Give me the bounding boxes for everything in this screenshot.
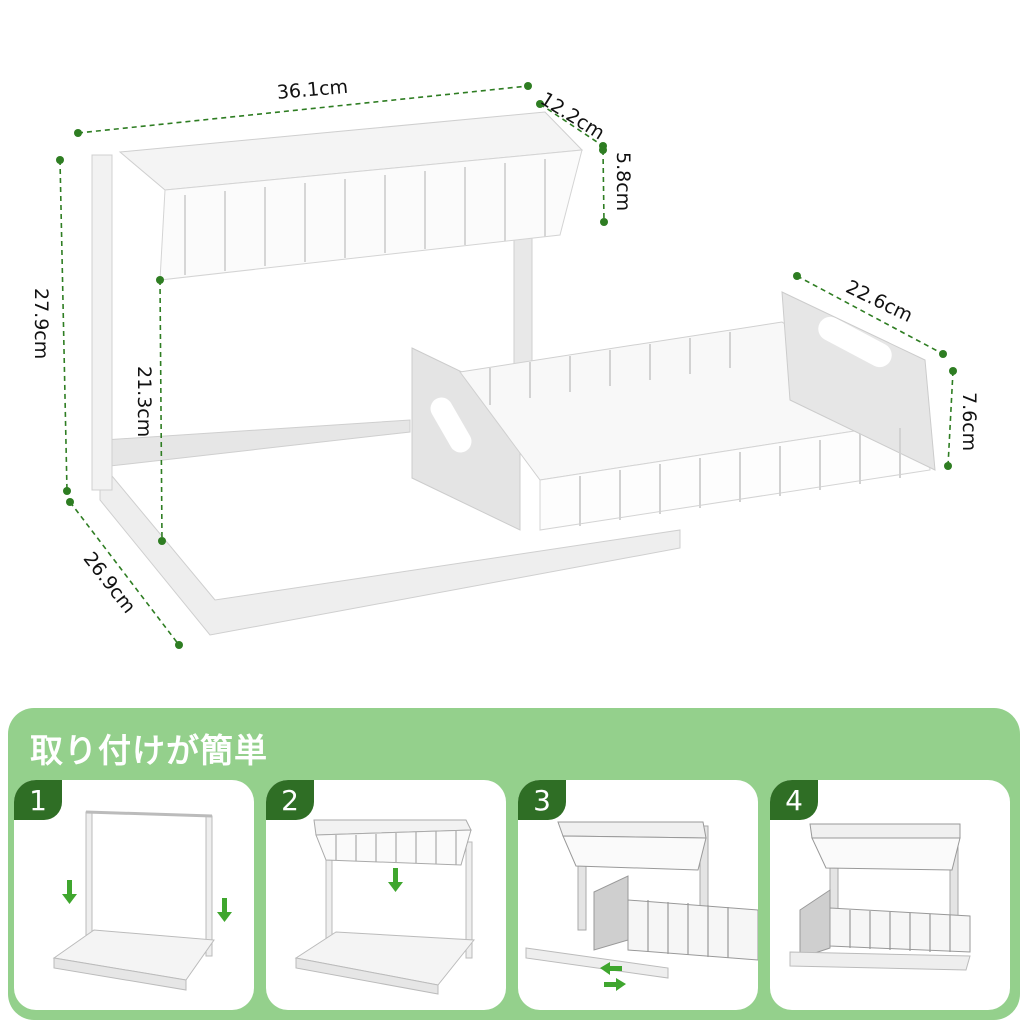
step-number-badge: 4: [770, 780, 818, 820]
rack-illustration: [56, 82, 957, 649]
step-4-illustration: [789, 823, 971, 971]
dimension-label-drawer-height: 7.6cm: [958, 392, 980, 452]
installation-panel: 取り付けが簡単 1: [8, 708, 1020, 1020]
down-arrow-icon: [62, 880, 232, 922]
installation-title: 取り付けが簡単: [30, 731, 268, 770]
step-number-badge: 3: [518, 780, 566, 820]
dimension-label-clearance-height: 21.3cm: [133, 366, 155, 438]
step-number-badge: 2: [266, 780, 314, 820]
step-card-3: 3: [518, 780, 758, 1010]
step-card-4: 4: [770, 780, 1010, 1010]
step-2-illustration: [294, 819, 475, 995]
step-number-badge: 1: [14, 780, 62, 820]
left-right-arrows-icon: [600, 962, 626, 991]
dimension-label-top-basket-height: 5.8cm: [612, 152, 634, 212]
step-3-illustration: [525, 821, 758, 991]
step-card-1: 1: [14, 780, 254, 1010]
product-dimension-image: 36.1cm 12.2cm 5.8cm 27.9cm 21.3cm 26.9cm…: [30, 76, 980, 649]
dimension-label-total-height: 27.9cm: [30, 288, 52, 360]
step-1-illustration: [52, 810, 232, 991]
down-arrow-icon: [388, 868, 403, 892]
step-card-2: 2: [266, 780, 506, 1010]
